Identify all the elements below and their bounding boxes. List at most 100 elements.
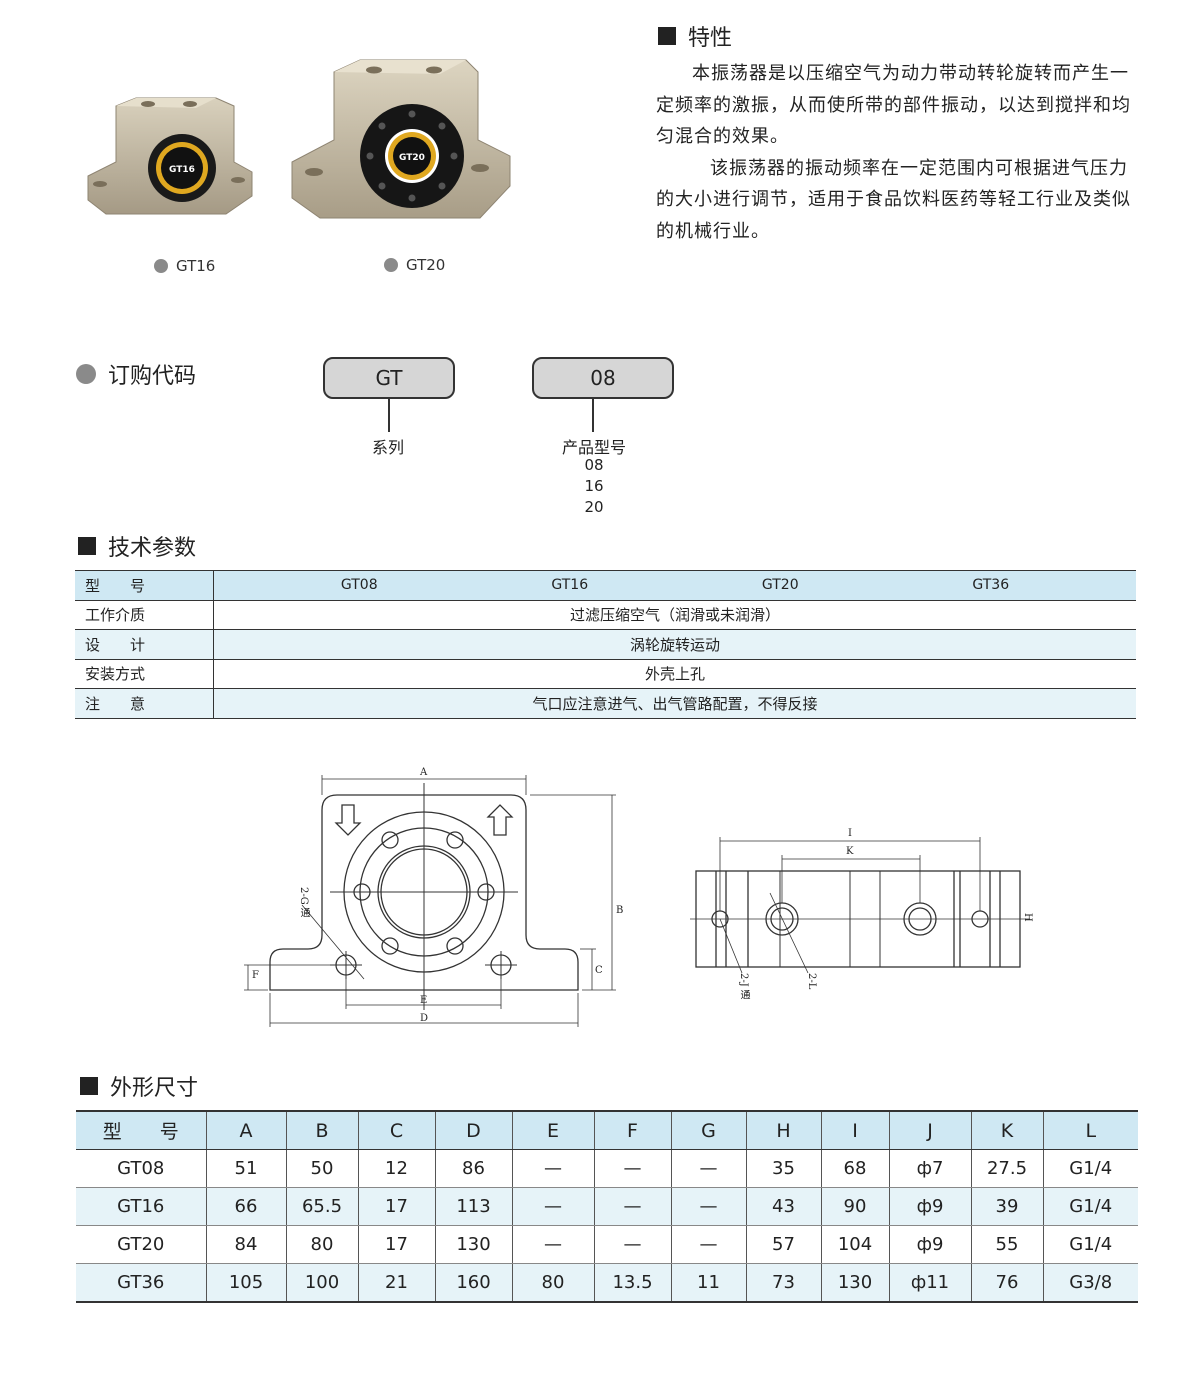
order-code-heading: 订购代码 bbox=[76, 358, 196, 390]
table-cell: GT36 bbox=[76, 1263, 207, 1303]
table-cell: 39 bbox=[971, 1187, 1044, 1226]
table-cell: 21 bbox=[358, 1263, 436, 1303]
product-label-text: GT20 bbox=[406, 256, 446, 274]
table-row: GT08 51 50 12 86 — — — 35 68 ф7 27.5 G1/… bbox=[76, 1149, 1138, 1188]
table-cell: 57 bbox=[746, 1225, 822, 1264]
table-cell: ф9 bbox=[889, 1225, 972, 1264]
code-option: 20 bbox=[584, 498, 604, 516]
table-cell: 76 bbox=[971, 1263, 1044, 1303]
table-cell: 84 bbox=[206, 1225, 287, 1264]
table-cell: 35 bbox=[746, 1149, 822, 1188]
code-box-series: GT bbox=[323, 357, 455, 399]
table-label: 型 号 bbox=[75, 570, 214, 601]
table-header-cell: C bbox=[358, 1110, 436, 1150]
table-cell: GT20 bbox=[76, 1225, 207, 1264]
table-header-cell: K bbox=[971, 1110, 1044, 1150]
table-value: 外壳上孔 bbox=[213, 659, 1136, 689]
table-cell: 86 bbox=[435, 1149, 513, 1188]
table-cell: 90 bbox=[821, 1187, 890, 1226]
table-header-cell: B bbox=[286, 1110, 359, 1150]
product-image-gt20: GT20 bbox=[290, 58, 512, 220]
table-cell: G1/4 bbox=[1043, 1187, 1138, 1226]
table-cell: — bbox=[671, 1149, 747, 1188]
table-cell: G1/4 bbox=[1043, 1149, 1138, 1188]
bullet-icon bbox=[384, 258, 398, 272]
table-cell: — bbox=[594, 1187, 672, 1226]
table-header-cell: L bbox=[1043, 1110, 1138, 1150]
square-bullet-icon bbox=[78, 537, 96, 555]
bullet-icon bbox=[76, 364, 96, 384]
order-code-title: 订购代码 bbox=[108, 364, 197, 389]
code-option: 16 bbox=[584, 477, 604, 495]
table-header-cell: J bbox=[889, 1110, 972, 1150]
code-caption-model: 产品型号 bbox=[561, 438, 626, 457]
table-cell: — bbox=[671, 1225, 747, 1264]
side-view-drawing: I K H 2-J 通 2-L bbox=[690, 825, 1035, 1019]
table-header-row: 型 号 A B C D E F G H I J K L bbox=[76, 1110, 1138, 1150]
table-header-cell: D bbox=[435, 1110, 513, 1150]
features-paragraph-2: 该振荡器的振动频率在一定范围内可根据进气压力的大小进行调节，适用于食品饮料医药等… bbox=[656, 157, 1131, 242]
table-label: 设 计 bbox=[75, 629, 214, 660]
table-value: 过滤压缩空气（润滑或未润滑） bbox=[213, 600, 1136, 630]
table-value: 气口应注意进气、出气管路配置，不得反接 bbox=[213, 688, 1136, 719]
table-row: 工作介质 过滤压缩空气（润滑或未润滑） bbox=[75, 600, 1136, 630]
table-cell: 17 bbox=[358, 1225, 436, 1264]
square-bullet-icon bbox=[80, 1077, 98, 1095]
dim-label-e: E bbox=[420, 995, 428, 1006]
code-box-model: 08 bbox=[532, 357, 674, 399]
table-row: GT16 66 65.5 17 113 — — — 43 90 ф9 39 G1… bbox=[76, 1187, 1138, 1226]
table-row: 注 意 气口应注意进气、出气管路配置，不得反接 bbox=[75, 688, 1136, 719]
table-cell: 105 bbox=[206, 1263, 287, 1303]
table-cell: 55 bbox=[971, 1225, 1044, 1264]
table-header-cell: H bbox=[746, 1110, 822, 1150]
table-cell: GT08 bbox=[76, 1149, 207, 1188]
table-cell: ф7 bbox=[889, 1149, 972, 1188]
features-paragraph-1: 本振荡器是以压缩空气为动力带动转轮旋转而产生一定频率的激振，从而使所带的部件振动… bbox=[656, 63, 1131, 147]
table-cell: G1/4 bbox=[1043, 1225, 1138, 1264]
table-header-cell: A bbox=[206, 1110, 287, 1150]
table-label: 工作介质 bbox=[75, 600, 214, 630]
dim-label-h: H bbox=[1022, 913, 1033, 922]
model-cell: GT16 bbox=[551, 577, 589, 594]
tech-title: 技术参数 bbox=[108, 536, 197, 561]
table-row: GT20 84 80 17 130 — — — 57 104 ф9 55 G1/… bbox=[76, 1225, 1138, 1264]
dims-title: 外形尺寸 bbox=[110, 1076, 199, 1101]
table-cell: 113 bbox=[435, 1187, 513, 1226]
table-cell: ф9 bbox=[889, 1187, 972, 1226]
table-cell: 17 bbox=[358, 1187, 436, 1226]
table-cell: 80 bbox=[512, 1263, 595, 1303]
table-row: 设 计 涡轮旋转运动 bbox=[75, 629, 1136, 660]
code-connector bbox=[592, 397, 594, 432]
table-cell: 43 bbox=[746, 1187, 822, 1226]
table-cell: 11 bbox=[671, 1263, 747, 1303]
table-value: 涡轮旋转运动 bbox=[213, 629, 1136, 660]
table-cell: ф11 bbox=[889, 1263, 972, 1303]
product-label-gt20: GT20 bbox=[384, 256, 445, 274]
front-view-drawing: A B C E D F 2-G 通 bbox=[240, 765, 624, 1034]
table-cell: 66 bbox=[206, 1187, 287, 1226]
table-cell: G3/8 bbox=[1043, 1263, 1138, 1303]
table-cell: 104 bbox=[821, 1225, 890, 1264]
table-cell: 12 bbox=[358, 1149, 436, 1188]
dim-label-c: C bbox=[595, 965, 603, 976]
model-cell: GT08 bbox=[340, 577, 378, 594]
table-cell: 130 bbox=[821, 1263, 890, 1303]
table-row: GT36 105 100 21 160 80 13.5 11 73 130 ф1… bbox=[76, 1263, 1138, 1303]
tech-heading: 技术参数 bbox=[78, 530, 196, 562]
table-cell: 80 bbox=[286, 1225, 359, 1264]
table-cell: — bbox=[512, 1187, 595, 1226]
dim-label-b: B bbox=[616, 905, 624, 916]
model-cell: GT36 bbox=[972, 577, 1010, 594]
dims-heading: 外形尺寸 bbox=[80, 1070, 198, 1102]
table-cell: 51 bbox=[206, 1149, 287, 1188]
model-cell: GT20 bbox=[761, 577, 799, 594]
table-header-cell: E bbox=[512, 1110, 595, 1150]
dim-label-k: K bbox=[846, 846, 854, 857]
table-cell: — bbox=[512, 1225, 595, 1264]
dim-label-f: F bbox=[252, 970, 259, 981]
table-cell: — bbox=[594, 1225, 672, 1264]
dimensions-table: 型 号 A B C D E F G H I J K L GT08 51 50 1… bbox=[76, 1110, 1138, 1303]
table-row: 安装方式 外壳上孔 bbox=[75, 659, 1136, 689]
product-label-text: GT16 bbox=[176, 257, 216, 275]
table-header-cell: 型 号 bbox=[76, 1110, 207, 1150]
